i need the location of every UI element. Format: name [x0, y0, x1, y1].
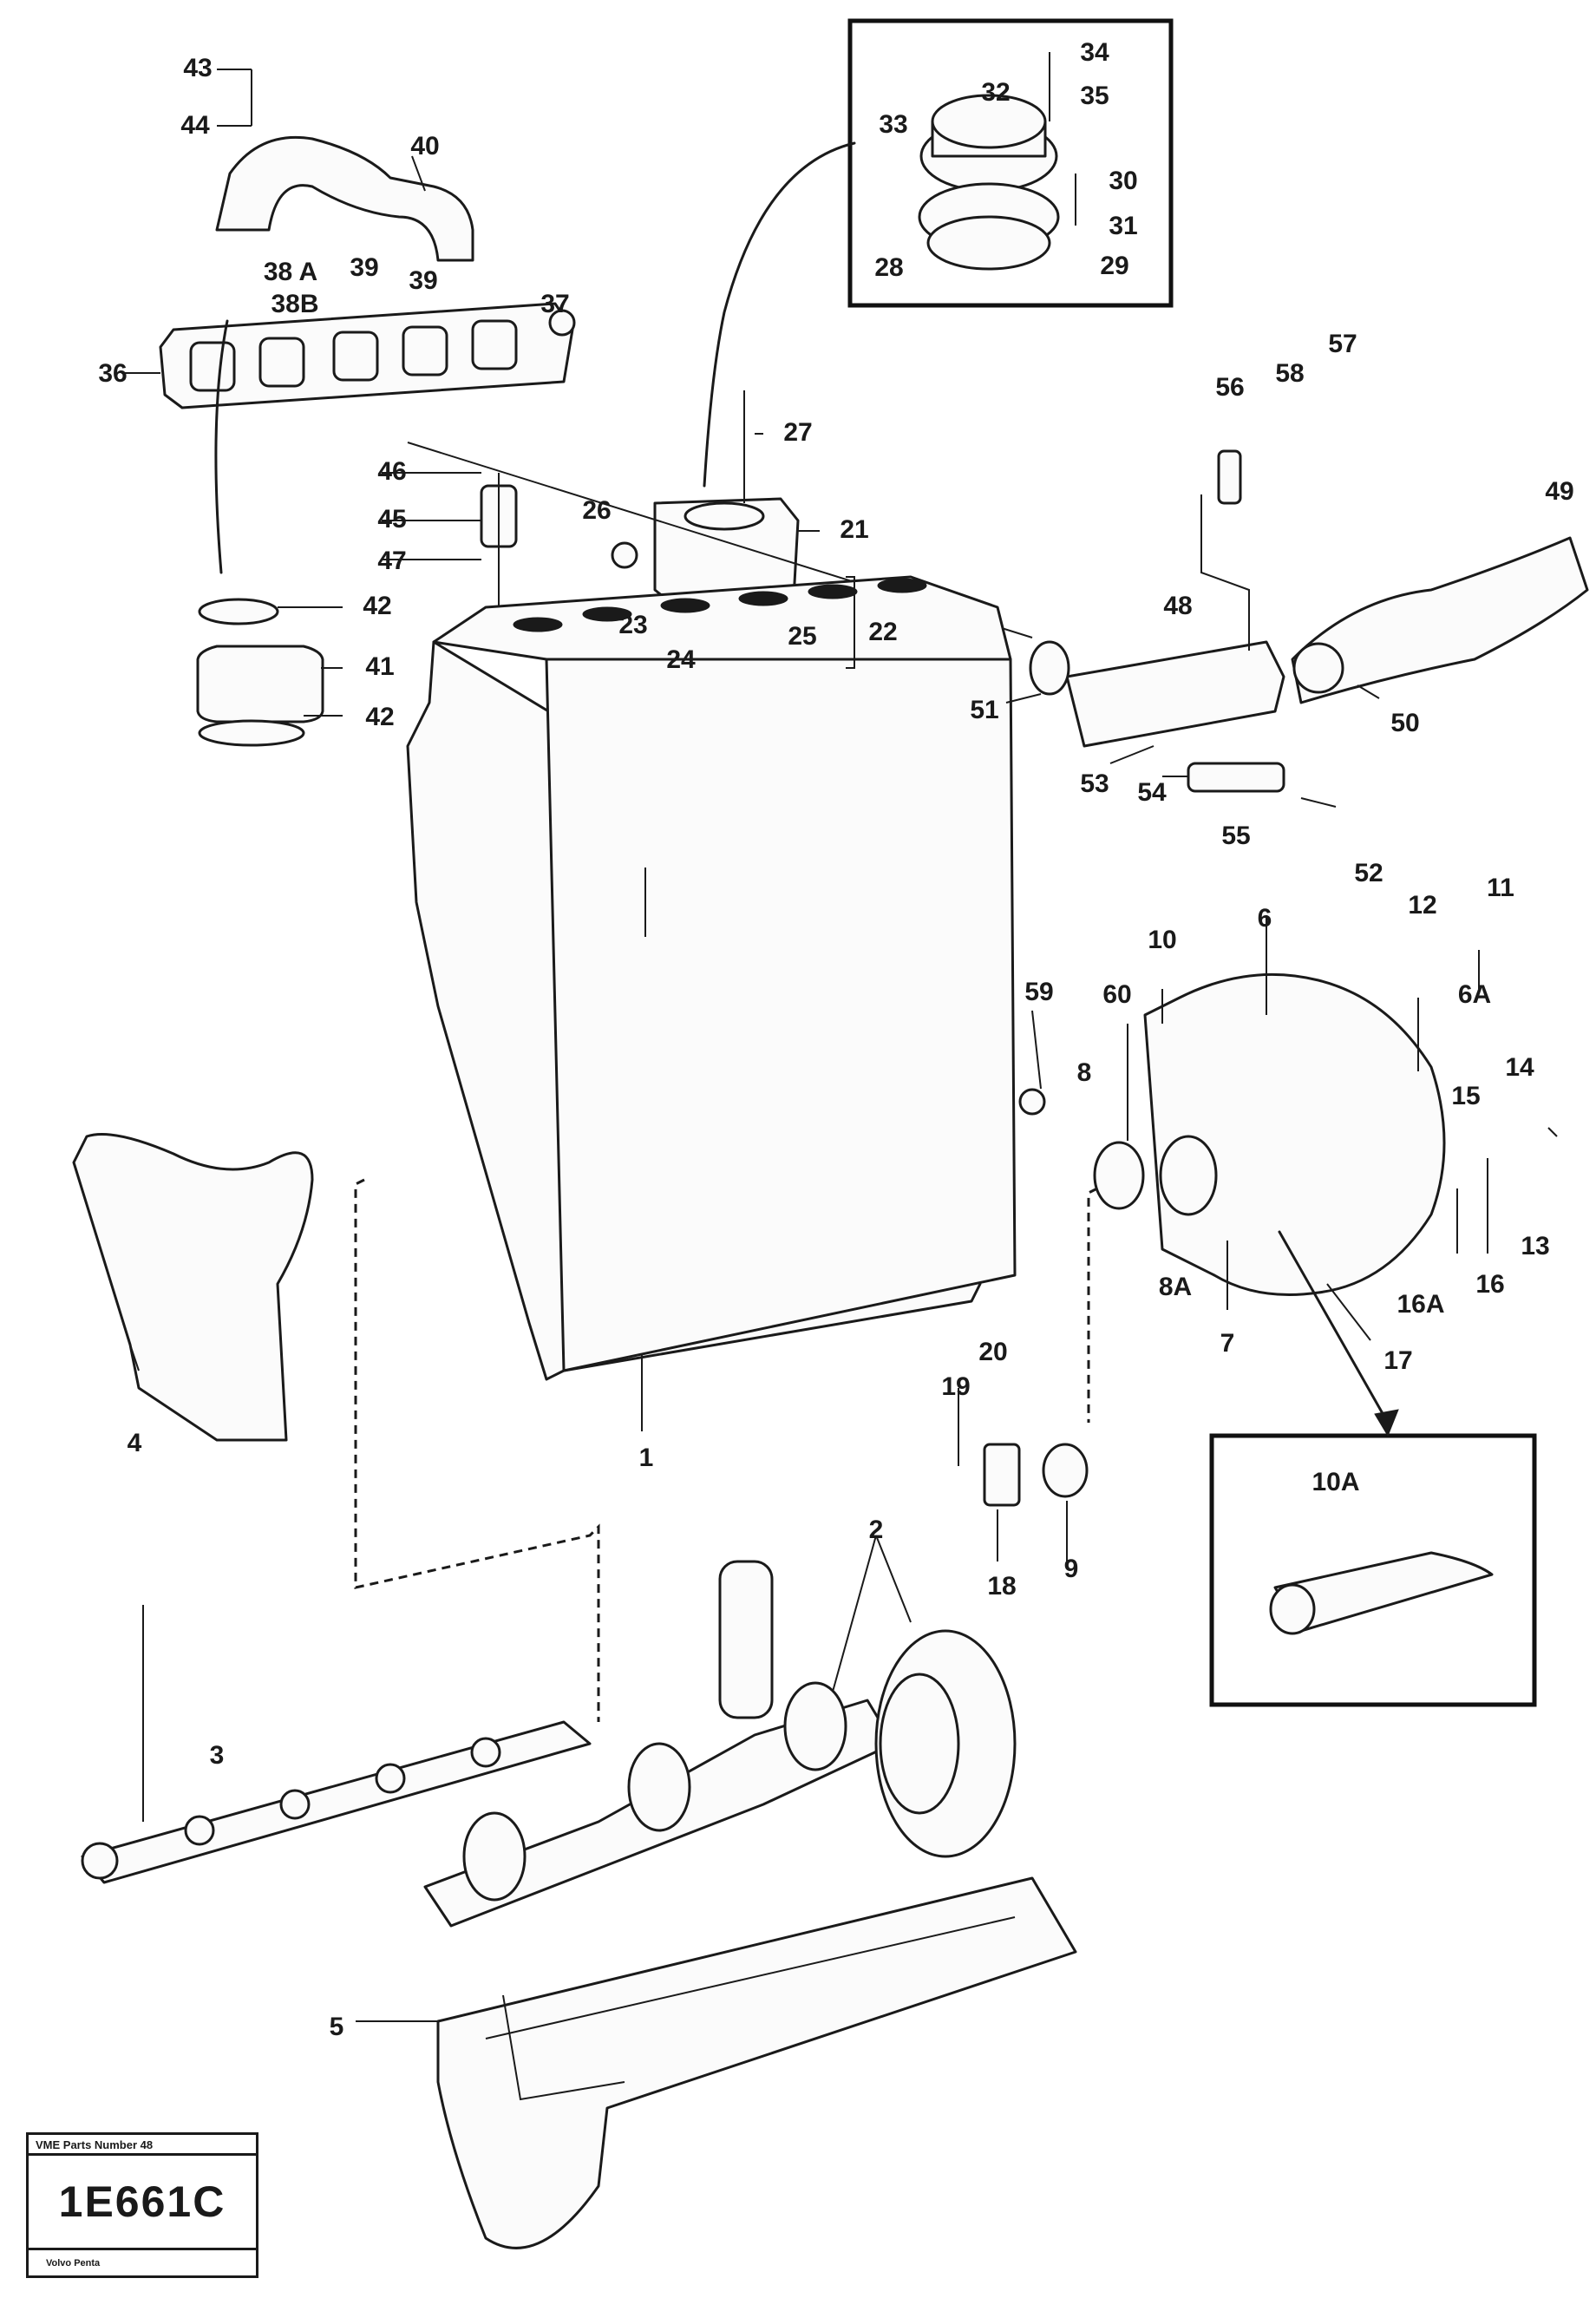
inset-leader-10a: [1278, 1230, 1390, 1424]
callout-42b: 42: [365, 703, 394, 731]
callout-16: 16: [1475, 1270, 1504, 1299]
thermostat-housing-21: [611, 390, 800, 609]
callout-1: 1: [639, 1444, 654, 1472]
dashed-guide-right: [1087, 1187, 1098, 1423]
callout-22: 22: [868, 618, 897, 646]
callout-45: 45: [377, 505, 406, 534]
oil-pan-5: [436, 1876, 1077, 2249]
inset-arrow-10a: [1374, 1409, 1399, 1437]
callout-36: 36: [98, 359, 127, 388]
callout-5: 5: [330, 2013, 344, 2041]
inset-leader-thermostat: [703, 141, 856, 488]
callout-52: 52: [1354, 859, 1383, 887]
callout-8a: 8A: [1159, 1273, 1192, 1301]
callout-51: 51: [970, 696, 998, 724]
callout-24: 24: [666, 645, 696, 674]
callout-38a: 38 A: [264, 258, 317, 286]
callout-20: 20: [978, 1338, 1007, 1366]
callout-21: 21: [840, 515, 868, 544]
callout-53: 53: [1080, 769, 1109, 798]
dashed-guide-left: [354, 1178, 600, 1722]
callout-19: 19: [941, 1372, 970, 1401]
callout-49: 49: [1545, 477, 1573, 506]
inset-10a: [1209, 1433, 1537, 1707]
callout-37: 37: [540, 290, 569, 318]
callout-14: 14: [1505, 1053, 1534, 1082]
leader-lines: [121, 69, 1558, 2022]
callout-59: 59: [1024, 978, 1053, 1006]
callout-26: 26: [582, 496, 611, 525]
callout-56: 56: [1215, 373, 1244, 402]
cover-plate-4: [72, 1133, 314, 1442]
callout-31: 31: [1109, 212, 1137, 240]
callout-47: 47: [377, 547, 406, 575]
callout-16a: 16A: [1396, 1290, 1444, 1319]
water-pipe-40: [215, 69, 474, 262]
pulley: [874, 1629, 1017, 1858]
callout-6a: 6A: [1458, 980, 1491, 1009]
callout-10: 10: [1148, 926, 1176, 954]
callout-4: 4: [128, 1429, 142, 1457]
callout-10a: 10A: [1311, 1468, 1359, 1496]
callout-40: 40: [410, 132, 439, 160]
pipe-leader: [214, 319, 229, 574]
crankshaft-2: [423, 1560, 895, 1928]
callout-12: 12: [1408, 891, 1436, 920]
callout-11: 11: [1487, 874, 1514, 902]
callout-43: 43: [183, 54, 212, 82]
callout-25: 25: [788, 622, 816, 651]
callout-48: 48: [1163, 592, 1192, 620]
exhaust-manifold-48-49: [1029, 449, 1589, 793]
seal-9-flange-18: [958, 1388, 1089, 1507]
callout-15: 15: [1451, 1082, 1480, 1110]
callout-33: 33: [879, 110, 907, 139]
reference-box: VME Parts Number 48 1E661C Volvo Penta: [26, 2132, 258, 2278]
callout-54: 54: [1137, 778, 1167, 807]
callout-27: 27: [783, 418, 812, 447]
camshaft-3: [81, 1605, 592, 1884]
callout-35: 35: [1080, 82, 1109, 110]
callout-39b: 39: [409, 266, 437, 295]
callout-2: 2: [869, 1516, 884, 1544]
callout-58: 58: [1275, 359, 1304, 388]
callout-55: 55: [1221, 822, 1250, 850]
callout-8: 8: [1077, 1058, 1092, 1087]
ref-box-footer: Volvo Penta: [29, 2248, 256, 2275]
callout-29: 29: [1100, 252, 1128, 280]
thermostat-inset: [847, 18, 1174, 308]
callout-46: 46: [377, 457, 406, 486]
timing-cover-6: [1018, 972, 1446, 1296]
callout-23: 23: [618, 611, 647, 639]
callout-30: 30: [1109, 167, 1137, 195]
callout-9: 9: [1064, 1555, 1079, 1583]
gasket-42-41: [196, 598, 324, 747]
callout-18: 18: [987, 1572, 1016, 1601]
callout-7: 7: [1220, 1329, 1235, 1358]
callout-41: 41: [365, 652, 394, 681]
callout-60: 60: [1102, 980, 1131, 1009]
ref-box-code: 1E661C: [58, 2177, 226, 2226]
callout-50: 50: [1390, 709, 1419, 737]
callout-28: 28: [874, 253, 903, 282]
callout-34: 34: [1080, 38, 1109, 67]
engine-block-1: [406, 575, 1017, 1381]
callout-6: 6: [1258, 904, 1272, 933]
callout-13: 13: [1521, 1232, 1549, 1260]
callout-38b: 38B: [271, 290, 318, 318]
intake-manifold-36: [159, 302, 576, 409]
callout-17: 17: [1383, 1346, 1412, 1375]
callout-57: 57: [1328, 330, 1357, 358]
ref-box-title: VME Parts Number 48: [29, 2135, 256, 2156]
callout-42a: 42: [363, 592, 391, 620]
callout-32: 32: [981, 78, 1010, 107]
callout-44: 44: [180, 111, 210, 140]
callout-3: 3: [210, 1741, 225, 1770]
hose-45: [480, 473, 518, 607]
callout-39a: 39: [350, 253, 378, 282]
